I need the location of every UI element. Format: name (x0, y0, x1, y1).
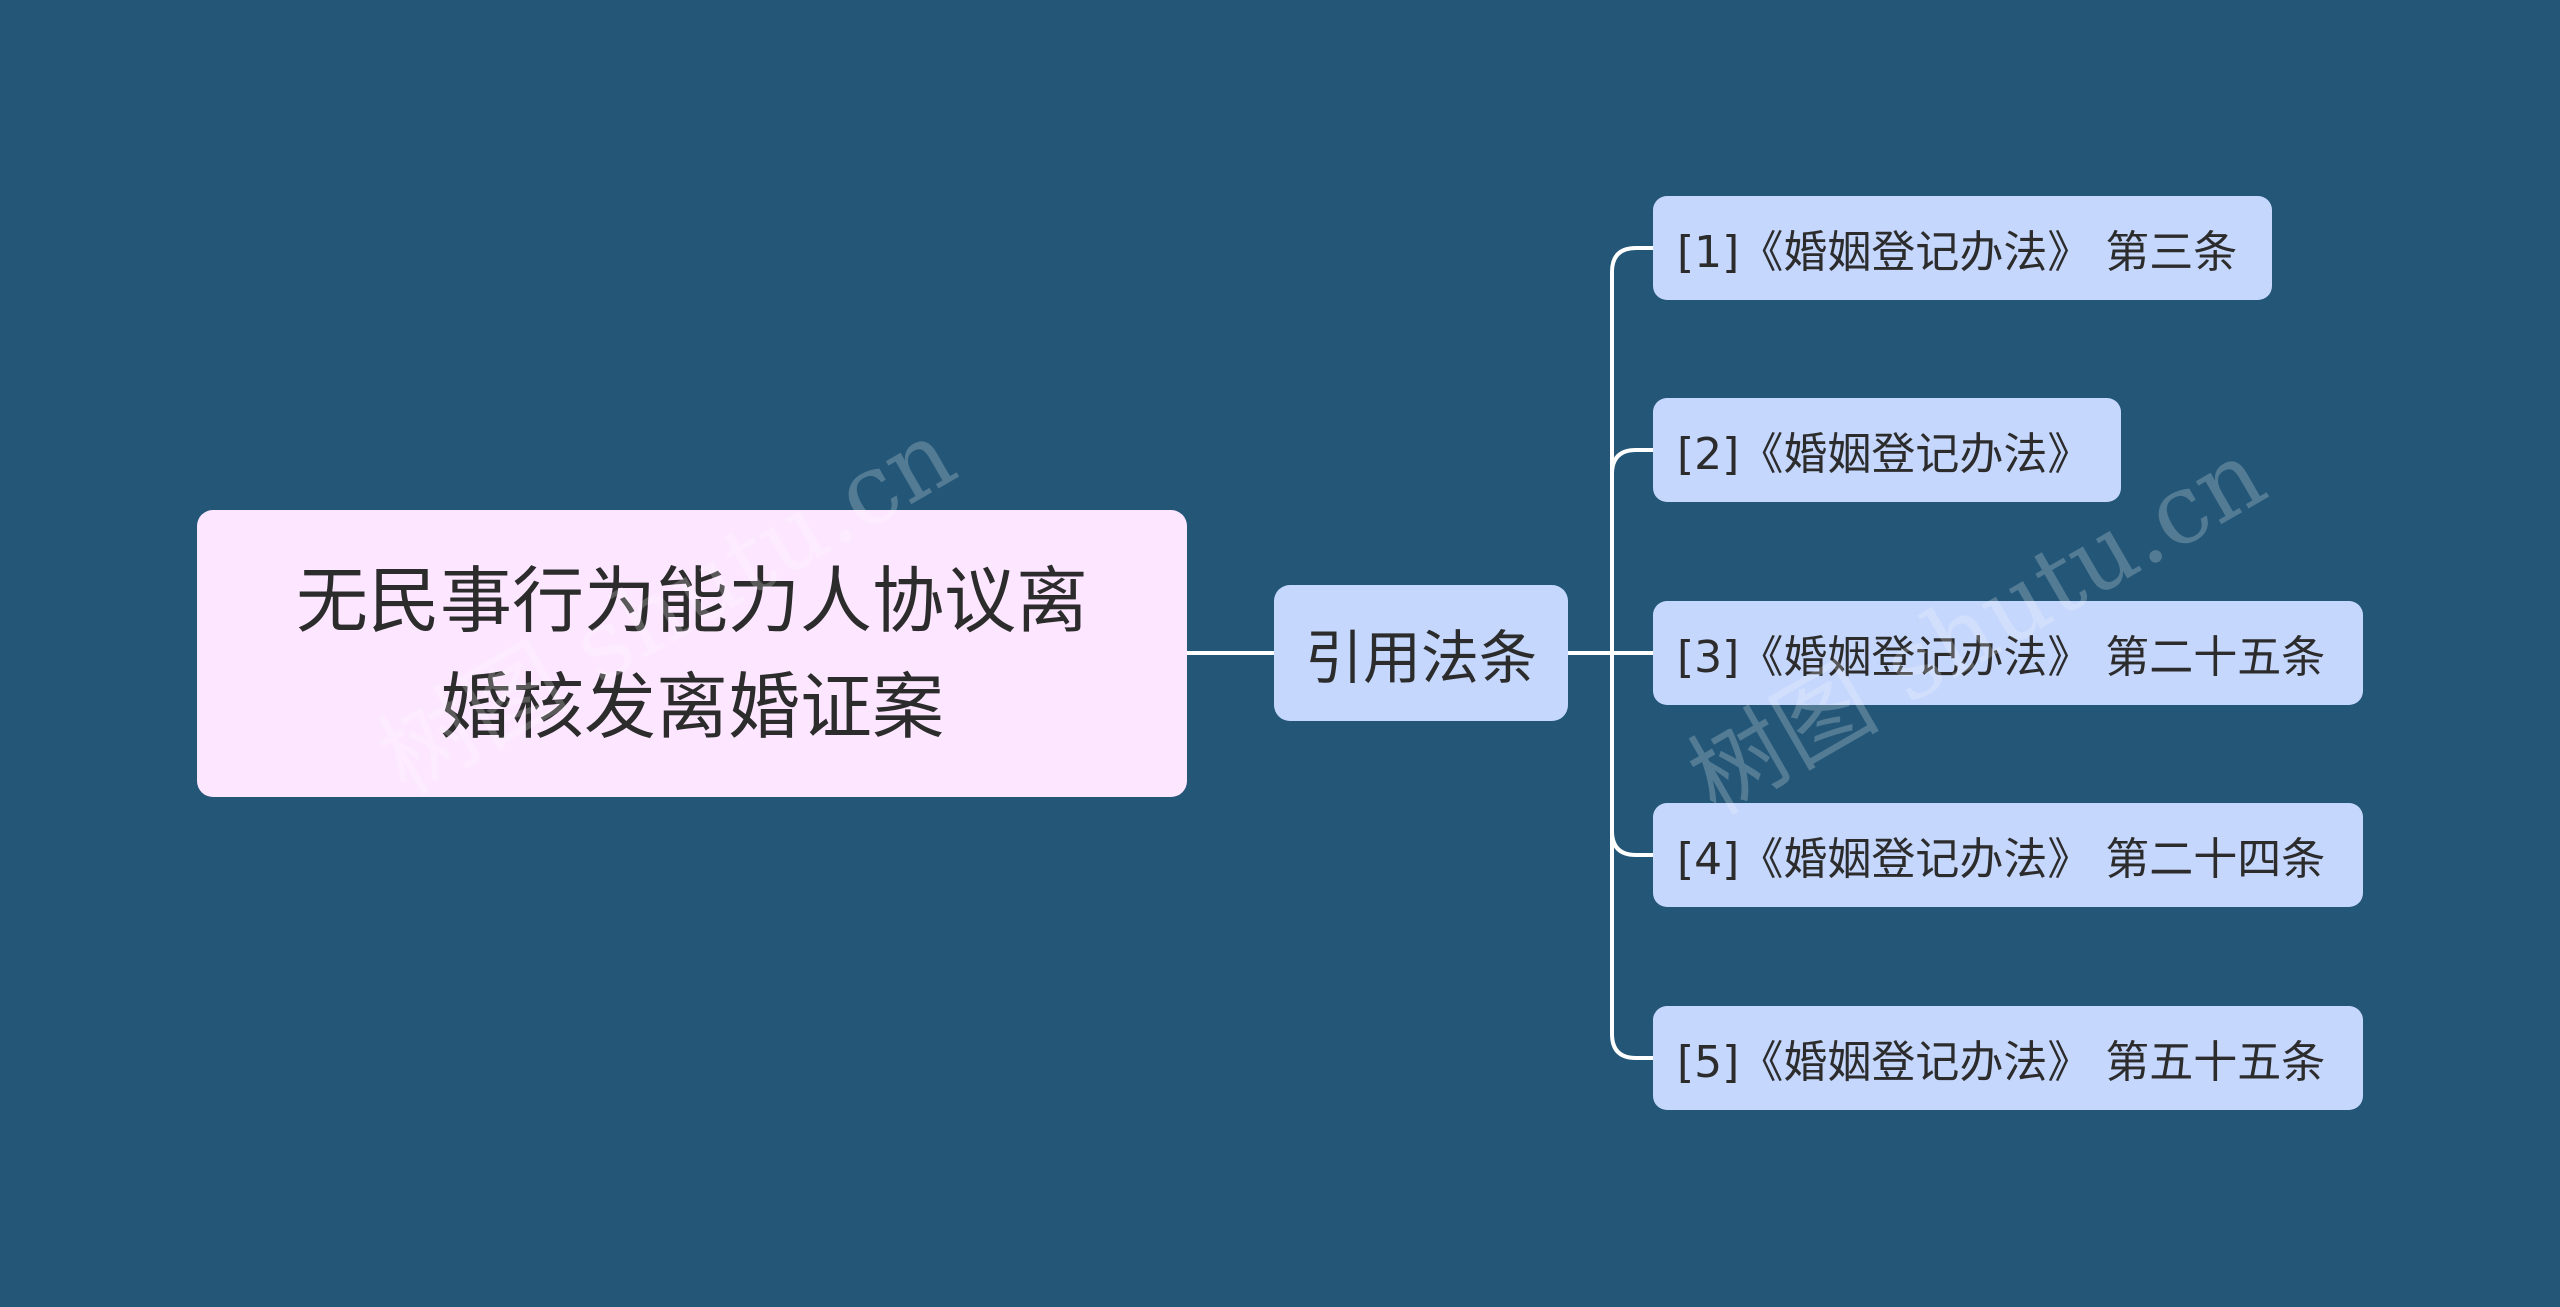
branch-topic-label: 引用法条 (1304, 624, 1537, 692)
leaf-topic-label: [1]《婚姻登记办法》 第三条 (1677, 227, 2238, 278)
root-topic-line-2: 婚核发离婚证案 (439, 664, 944, 749)
root-topic[interactable]: 无民事行为能力人协议离 婚核发离婚证案 (197, 510, 1187, 797)
leaf-4-connector (1610, 651, 1655, 857)
root-topic-line-1: 无民事行为能力人协议离 (295, 558, 1088, 643)
leaf-topic-label: [3]《婚姻登记办法》 第二十五条 (1677, 632, 2326, 683)
leaf-1-connector (1610, 246, 1655, 655)
leaf-topic-5[interactable]: [5]《婚姻登记办法》 第五十五条 (1653, 1006, 2363, 1110)
leaf-topic-2[interactable]: [2]《婚姻登记办法》 (1653, 398, 2121, 502)
leaf-topic-1[interactable]: [1]《婚姻登记办法》 第三条 (1653, 196, 2272, 300)
leaf-2-connector (1610, 448, 1655, 655)
leaf-topic-label: [5]《婚姻登记办法》 第五十五条 (1677, 1037, 2326, 1088)
leaf-topic-4[interactable]: [4]《婚姻登记办法》 第二十四条 (1653, 803, 2363, 907)
leaf-5-connector (1610, 651, 1655, 1060)
leaf-topic-label: [4]《婚姻登记办法》 第二十四条 (1677, 834, 2326, 885)
branch-topic[interactable]: 引用法条 (1274, 585, 1568, 721)
leaf-topic-3[interactable]: [3]《婚姻登记办法》 第二十五条 (1653, 601, 2363, 705)
leaf-topic-label: [2]《婚姻登记办法》 (1677, 429, 2092, 480)
root-topic-text: 无民事行为能力人协议离 婚核发离婚证案 (296, 548, 1088, 760)
